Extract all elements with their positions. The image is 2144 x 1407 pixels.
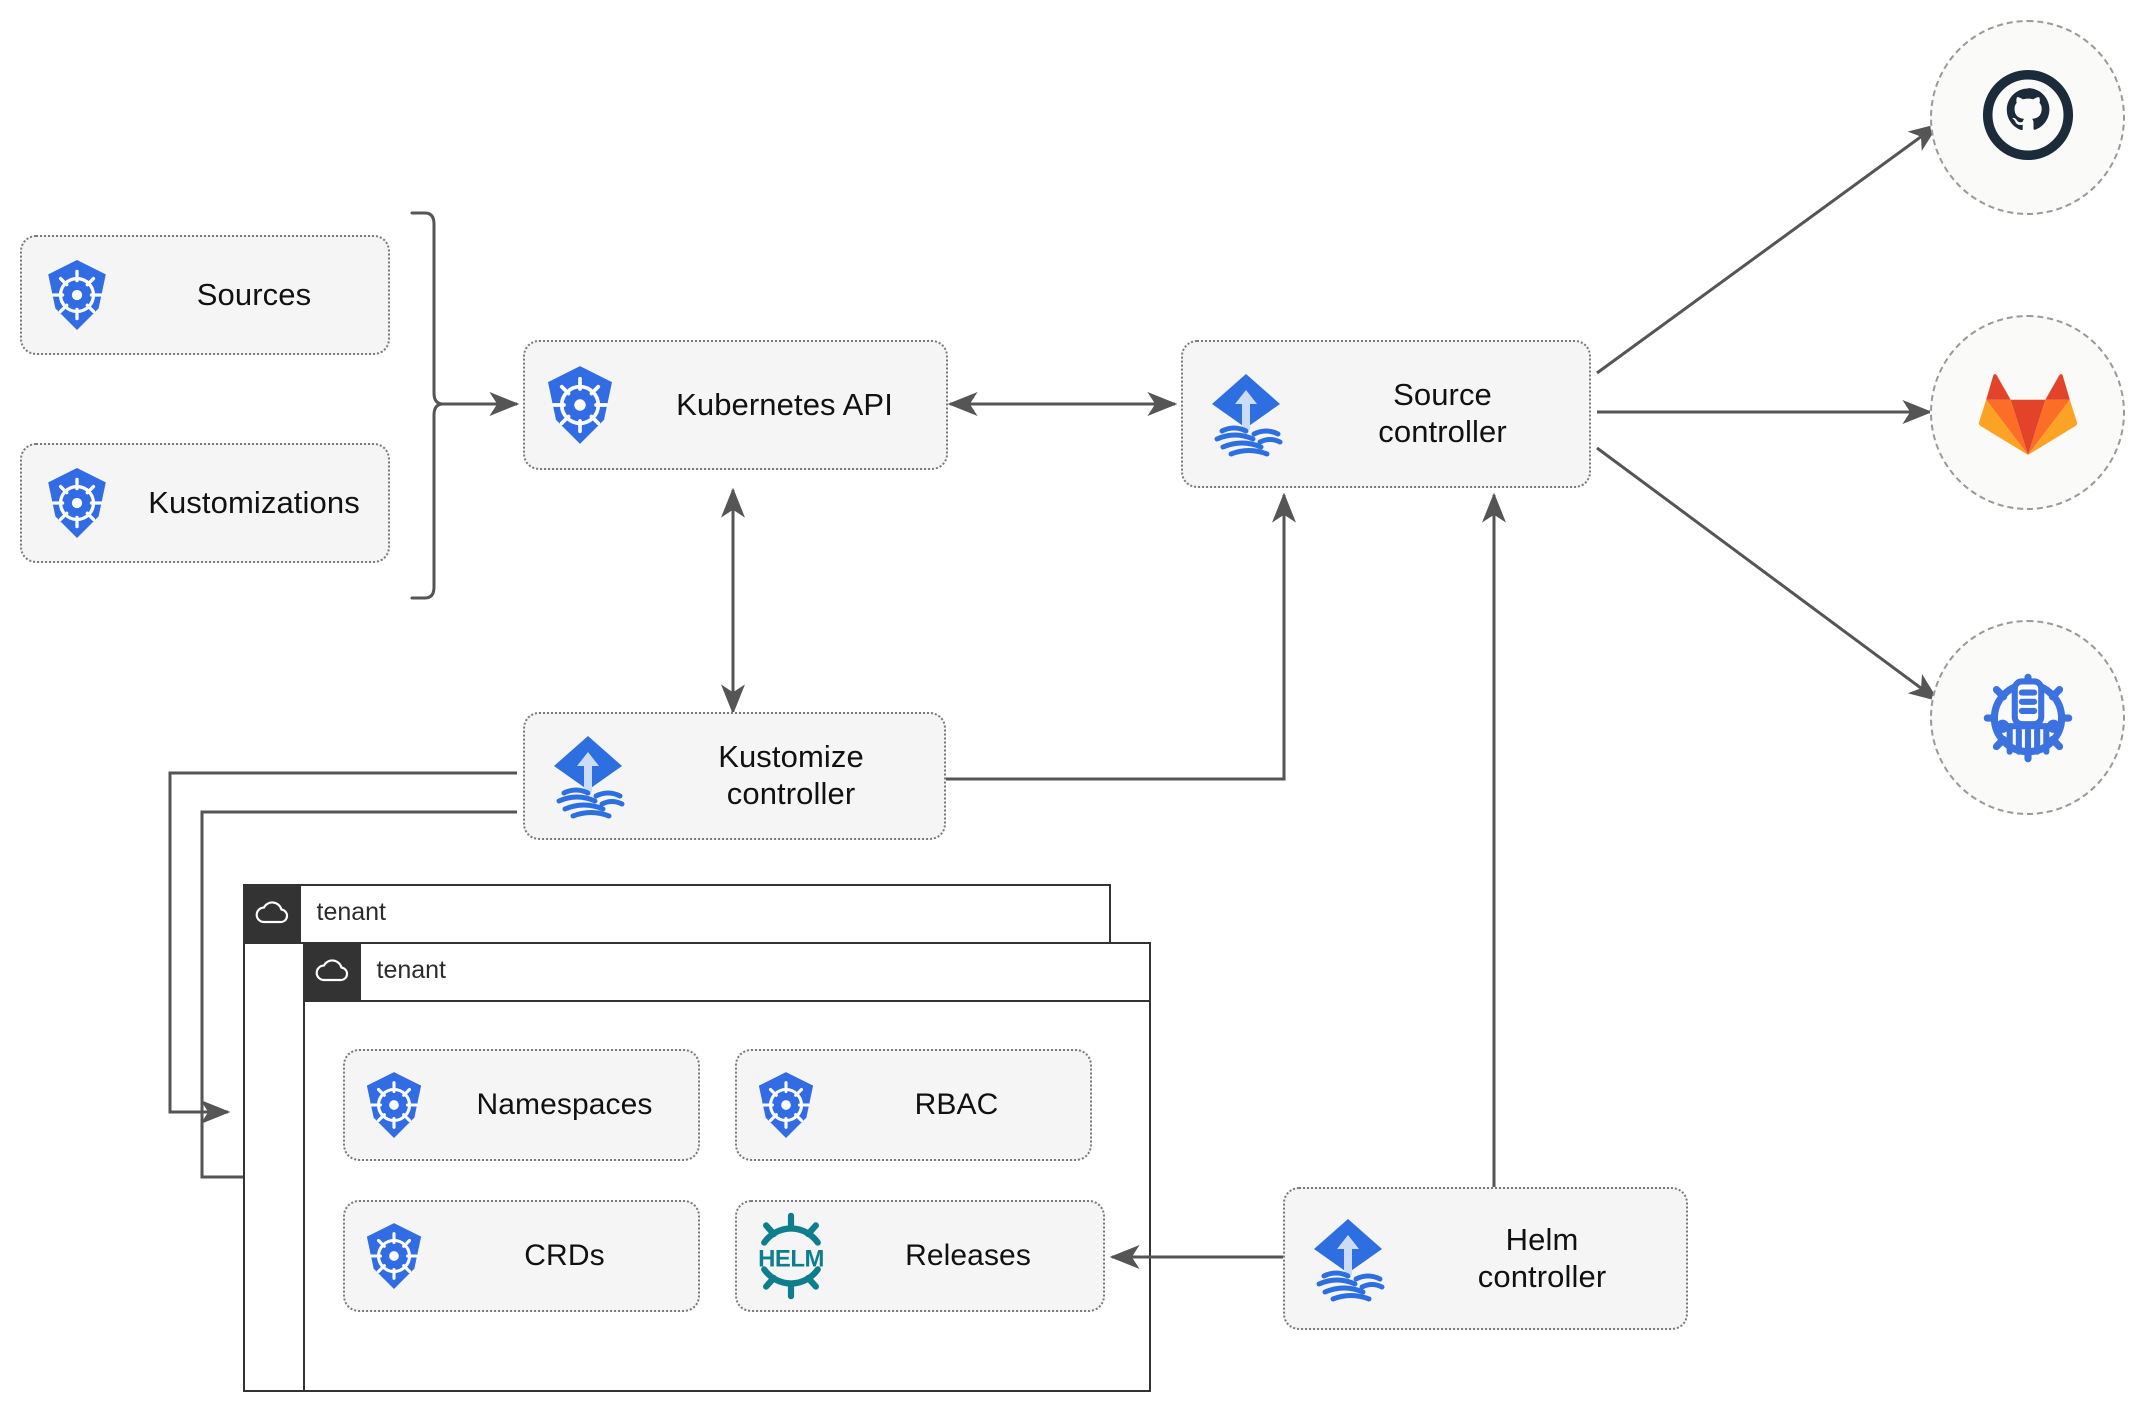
tenant-header-rule — [305, 999, 1149, 1002]
node-label: Helm controller — [1477, 1221, 1607, 1294]
node-label: Kubernetes API — [676, 386, 893, 422]
kubernetes-icon — [345, 1222, 443, 1290]
kubernetes-icon — [345, 1071, 443, 1139]
node-kubernetes-api[interactable]: Kubernetes API — [523, 340, 948, 470]
tenant-tab[interactable]: tenant — [302, 941, 447, 1000]
kubernetes-icon — [22, 467, 132, 539]
node-releases[interactable]: HELM Releases — [735, 1200, 1105, 1312]
node-kustomizations[interactable]: Kustomizations — [20, 443, 390, 563]
github-icon — [1975, 62, 2081, 173]
helm-icon: HELM — [737, 1212, 845, 1300]
node-label: CRDs — [524, 1239, 605, 1273]
node-source-controller[interactable]: Source controller — [1181, 340, 1591, 488]
helm-repository-icon — [1972, 659, 2084, 776]
node-label: Namespaces — [476, 1088, 653, 1122]
node-rbac[interactable]: RBAC — [735, 1049, 1092, 1161]
flux-icon — [1285, 1213, 1410, 1305]
flux-icon — [525, 730, 650, 822]
tenant-container-front[interactable]: tenant — [302, 941, 1151, 1392]
flux-icon — [1183, 368, 1308, 460]
provider-gitlab[interactable] — [1930, 315, 2125, 510]
node-namespaces[interactable]: Namespaces — [343, 1049, 700, 1161]
tenant-label: tenant — [316, 898, 387, 926]
kubernetes-icon — [525, 365, 635, 445]
tenant-tab[interactable]: tenant — [242, 883, 387, 942]
provider-helm-repository[interactable] — [1930, 620, 2125, 815]
node-label: Sources — [196, 276, 312, 312]
cloud-icon — [242, 883, 301, 942]
node-crds[interactable]: CRDs — [343, 1200, 700, 1312]
node-label: Kustomizations — [148, 484, 360, 520]
node-kustomize-controller[interactable]: Kustomize controller — [523, 712, 946, 840]
node-label: Releases — [905, 1239, 1031, 1273]
node-helm-controller[interactable]: Helm controller — [1283, 1187, 1688, 1330]
cloud-icon — [302, 941, 361, 1000]
node-label: Source controller — [1378, 377, 1507, 449]
kubernetes-icon — [22, 259, 132, 331]
node-label: RBAC — [914, 1088, 999, 1122]
gitlab-icon — [1977, 361, 2079, 464]
tenant-label: tenant — [376, 956, 447, 984]
node-sources[interactable]: Sources — [20, 235, 390, 355]
provider-github[interactable] — [1930, 20, 2125, 215]
kubernetes-icon — [737, 1071, 835, 1139]
svg-text:HELM: HELM — [758, 1246, 824, 1273]
node-label: Kustomize controller — [718, 739, 864, 811]
